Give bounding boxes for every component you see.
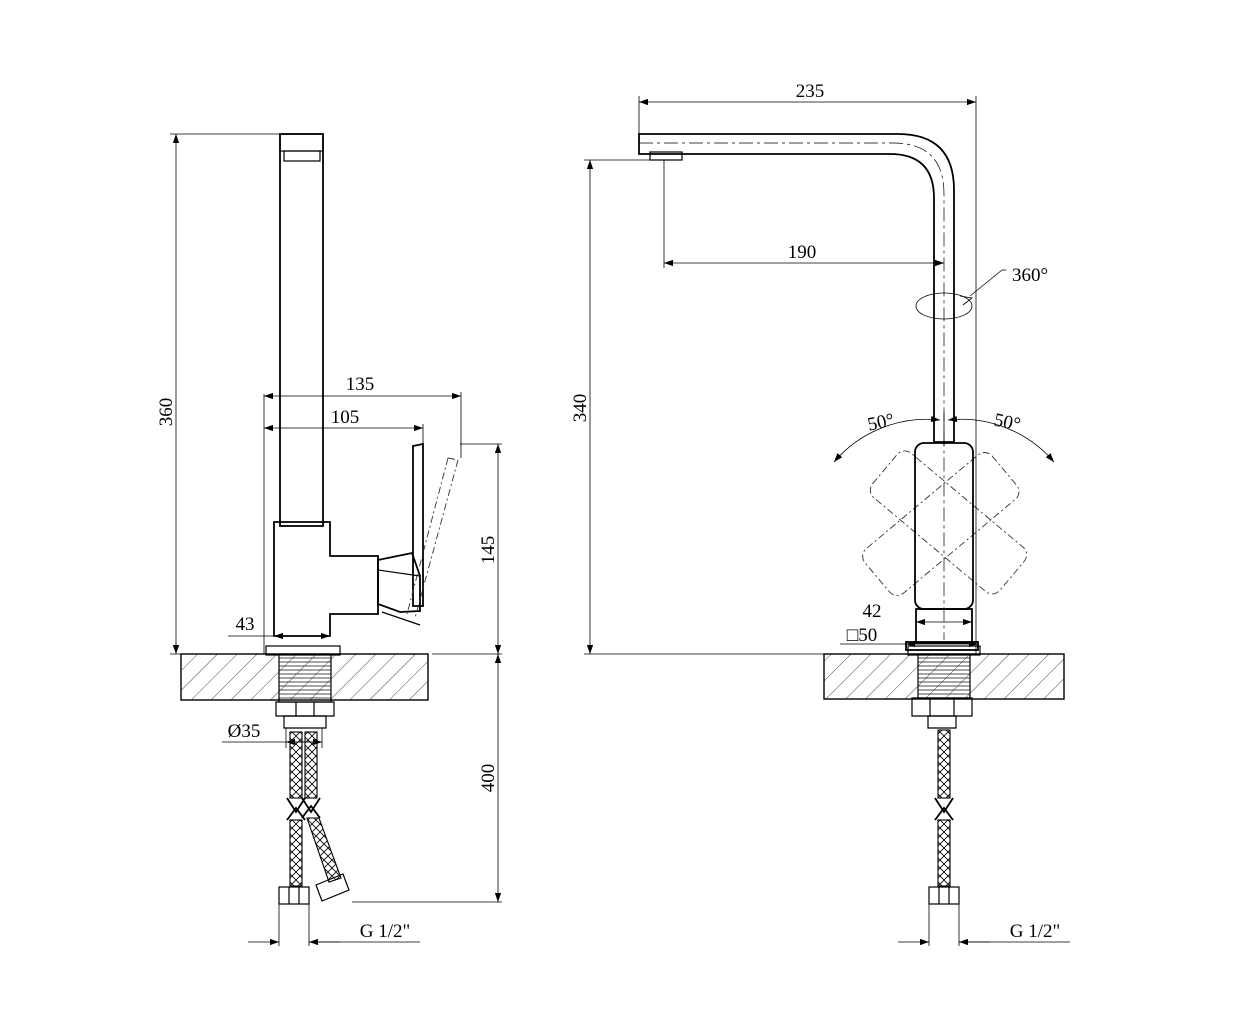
front-view: 235 190 360° 340 50° 50° 42 □50 xyxy=(570,81,1070,946)
side-view: 360 135 105 145 43 Ø35 400 xyxy=(156,133,502,946)
dim-hose-400: 400 xyxy=(478,764,499,793)
dim-reach-135: 135 xyxy=(346,374,375,395)
spout-tube xyxy=(638,133,955,443)
dim-width-43: 43 xyxy=(236,614,255,635)
dim-base-square-50: □50 xyxy=(847,625,877,646)
dim-width-42: 42 xyxy=(863,601,882,622)
lever-handle xyxy=(412,442,424,607)
dim-diameter-35: Ø35 xyxy=(228,721,261,742)
mixer-body xyxy=(273,521,379,637)
dim-angle-left: 50° xyxy=(866,410,896,436)
threaded-shank-front xyxy=(917,653,971,699)
dim-reach-105: 105 xyxy=(331,407,360,428)
dim-height-145: 145 xyxy=(478,536,499,565)
lever-ghost-left xyxy=(869,450,1028,595)
dim-spout-235: 235 xyxy=(796,81,825,102)
hose-front-upper xyxy=(937,729,951,799)
lever-ghost-right xyxy=(862,452,1020,596)
dim-angle-right: 50° xyxy=(992,410,1022,436)
threaded-shank xyxy=(278,653,332,703)
dim-height-360: 360 xyxy=(156,398,177,427)
angle-arc-right xyxy=(947,415,1055,463)
dim-thread-g12-front: G 1/2" xyxy=(1010,921,1061,942)
rotation-symbol xyxy=(915,292,973,320)
dim-rotation-360: 360° xyxy=(1012,265,1048,286)
hose-front-lower xyxy=(937,819,951,887)
dim-offset-190: 190 xyxy=(788,242,817,263)
hose-left-upper xyxy=(289,731,303,799)
dim-height-340: 340 xyxy=(570,394,591,423)
hose-left-lower xyxy=(289,819,303,887)
angle-arc-left xyxy=(833,415,941,463)
dim-thread-g12-side: G 1/2" xyxy=(360,921,411,942)
spout-column xyxy=(279,133,324,527)
